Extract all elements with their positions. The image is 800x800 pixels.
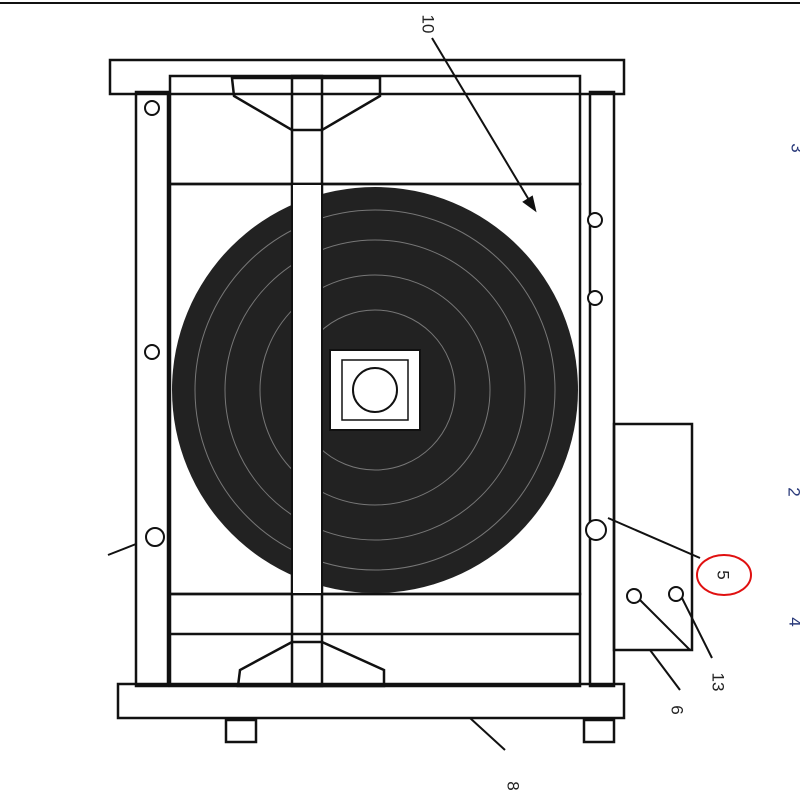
- highlight-circle: [696, 554, 752, 596]
- callout-2: 2: [784, 487, 800, 496]
- callout-13: 13: [708, 672, 728, 692]
- callout-6: 6: [667, 705, 687, 715]
- mount-holes: [144, 100, 684, 604]
- callout-5: 5: [713, 570, 733, 580]
- callout-3: 3: [787, 143, 800, 152]
- fan: [172, 183, 578, 595]
- leader-lines: [107, 37, 713, 751]
- callout-4: 4: [785, 617, 800, 626]
- callout-10: 10: [418, 14, 438, 34]
- frame: [108, 58, 694, 744]
- callout-8: 8: [503, 781, 523, 791]
